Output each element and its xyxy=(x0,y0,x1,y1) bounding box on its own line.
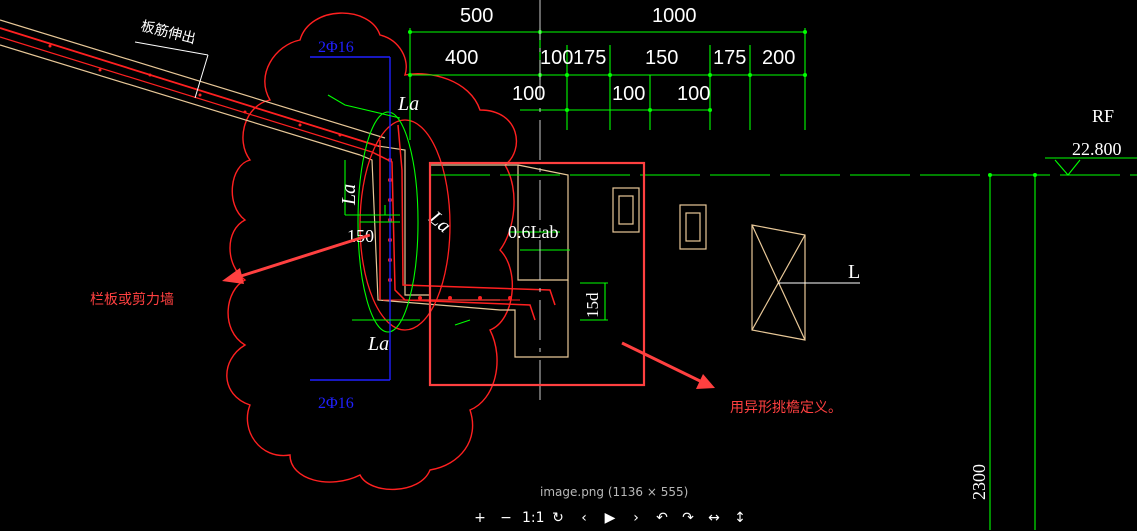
dim-row3-1: 100 xyxy=(612,83,645,105)
viewer-toolbar: + − 1:1 ↻ ‹ ▶ › ↶ ↷ ↔ ↕ xyxy=(470,505,750,531)
hatched-openings xyxy=(612,187,707,250)
dim-row2-0: 400 xyxy=(445,47,478,69)
highlight-ellipses xyxy=(357,111,451,333)
rebar-lines xyxy=(371,124,556,321)
image-caption: image.png (1136 × 555) xyxy=(540,485,689,499)
green-dims xyxy=(327,28,1137,530)
la-label-3: La xyxy=(367,333,389,355)
highlight-rect xyxy=(428,161,646,387)
rebar-top-label: 2Φ16 xyxy=(318,39,354,56)
la-label-2: La xyxy=(338,184,360,206)
note-left: 栏板或剪力墙 xyxy=(90,292,174,308)
annotation-arrows xyxy=(222,233,715,389)
slab-label-group: 板筋伸出 xyxy=(134,17,209,99)
dim-row2-2: 175 xyxy=(573,47,606,69)
dim-row3-2: 100 xyxy=(677,83,710,105)
dim-row2-1: 100 xyxy=(540,47,573,69)
rf-label: RF xyxy=(1092,106,1114,126)
revision-cloud xyxy=(226,12,518,491)
dim-row2-4: 175 xyxy=(713,47,746,69)
l-label: L xyxy=(848,261,860,283)
rebar-bottom-label: 2Φ16 xyxy=(318,395,354,412)
dim-15d: 15d xyxy=(583,292,602,318)
dim-row2-5: 200 xyxy=(762,47,795,69)
rotate-left-button[interactable]: ↶ xyxy=(656,510,668,526)
elevation-label: 22.800 xyxy=(1072,139,1122,159)
dim-ticks xyxy=(408,30,1037,177)
zoom-out-button[interactable]: − xyxy=(500,510,512,526)
next-button[interactable]: › xyxy=(633,510,639,526)
la-label-1: La xyxy=(397,93,419,115)
dim-top-1: 1000 xyxy=(652,5,697,27)
zoom-in-button[interactable]: + xyxy=(474,510,486,526)
anchor-label: 0.6Lab xyxy=(508,222,558,242)
rotate-right-button[interactable]: ↷ xyxy=(682,510,694,526)
blue-rebar xyxy=(310,56,391,381)
play-button[interactable]: ▶ xyxy=(604,510,616,526)
flip-vertical-button[interactable]: ↕ xyxy=(734,510,746,526)
actual-size-button[interactable]: 1:1 xyxy=(522,510,545,526)
dim-row3-0: 100 xyxy=(512,83,545,105)
note-right: 用异形挑檐定义。 xyxy=(730,400,842,416)
dim-top-0: 500 xyxy=(460,5,493,27)
dim-row2-3: 150 xyxy=(645,47,678,69)
prev-button[interactable]: ‹ xyxy=(581,510,587,526)
flip-horizontal-button[interactable]: ↔ xyxy=(708,510,720,526)
sloped-slab xyxy=(0,19,386,156)
vertical-dim: 2300 xyxy=(969,464,989,500)
slab-label: 板筋伸出 xyxy=(139,17,197,47)
refresh-button[interactable]: ↻ xyxy=(552,510,564,526)
